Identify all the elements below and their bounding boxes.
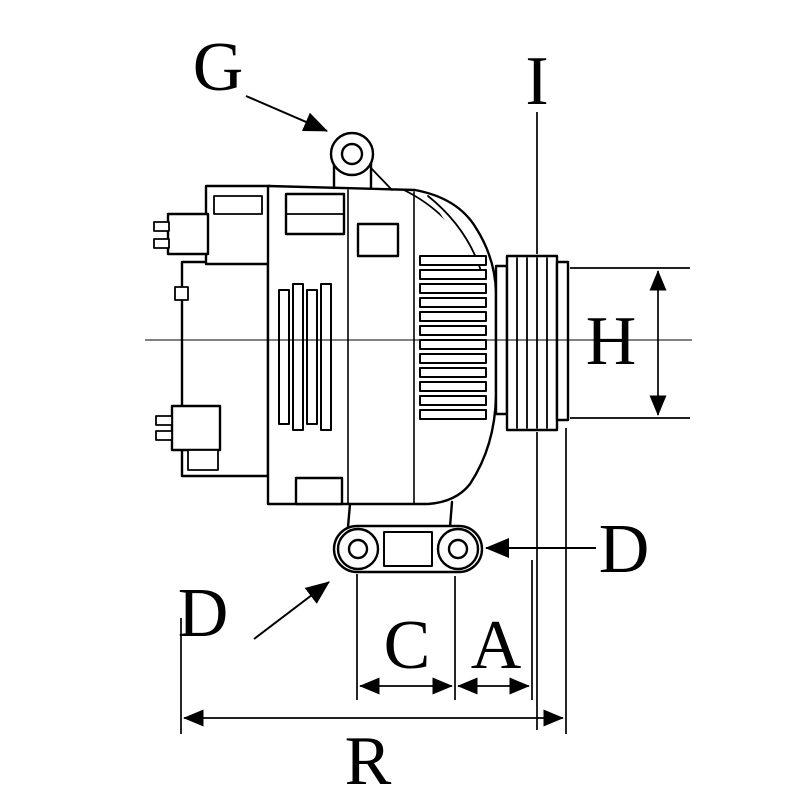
label-R: R bbox=[345, 723, 392, 800]
dim-G-leader bbox=[245, 95, 328, 132]
label-H: H bbox=[586, 303, 637, 380]
rear-housing bbox=[153, 184, 272, 478]
stator-fins bbox=[278, 255, 487, 431]
mounting-lugs bbox=[332, 500, 484, 574]
label-D-right: D bbox=[599, 511, 650, 588]
label-C: C bbox=[384, 607, 431, 684]
label-G: G bbox=[193, 29, 244, 106]
pulley bbox=[494, 254, 570, 432]
label-A: A bbox=[471, 607, 522, 684]
terminal-stud bbox=[153, 221, 170, 232]
connector-plug bbox=[170, 404, 222, 452]
dimension-labels: G I H D D C A R bbox=[178, 29, 650, 800]
dim-D-left-leader bbox=[253, 581, 330, 640]
dimensions bbox=[180, 95, 690, 734]
label-I: I bbox=[525, 43, 548, 120]
top-eyelet bbox=[329, 131, 393, 191]
alternator-drawing bbox=[153, 131, 570, 574]
label-D-left: D bbox=[178, 575, 229, 652]
terminal-stud bbox=[153, 238, 170, 249]
